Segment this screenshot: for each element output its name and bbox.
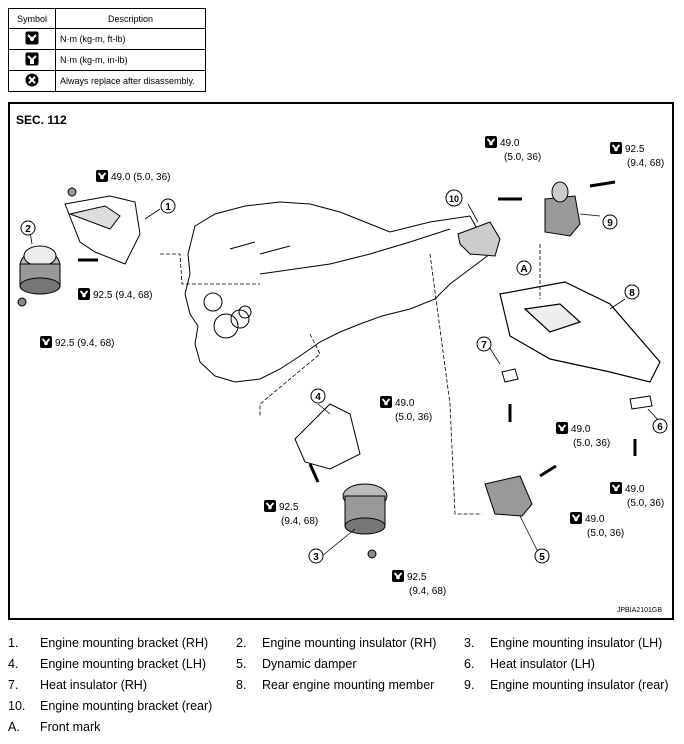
callout-6: 6 [652,418,668,434]
symbol-row: N·m (kg-m, in-lb) [8,49,206,71]
svg-text:(5.0, 36): (5.0, 36) [395,412,432,423]
svg-text:92.5: 92.5 [407,572,427,583]
part-9-insulator-rear [544,180,616,237]
symbol-description: N·m (kg-m, in-lb) [55,49,206,71]
symbol-description: N·m (kg-m, ft-lb) [55,28,206,50]
svg-text:9: 9 [607,218,613,229]
part-10-bracket-rear [457,197,522,257]
symbol-table-header: Symbol Description [8,8,206,29]
svg-text:1: 1 [165,202,171,213]
callout-4: 4 [310,388,326,404]
engine-block-drawing [184,201,491,383]
part-8-rear-member [499,281,661,383]
svg-text:(9.4, 68): (9.4, 68) [409,586,446,597]
engine-mount-diagram: SEC. 112 [8,102,674,620]
torque-label: 49.0 (5.0, 36) [609,481,664,509]
svg-text:A: A [520,264,527,275]
callout-9: 9 [602,214,618,230]
torque-label: 49.0 (5.0, 36) [484,135,541,163]
symbol-row: Always replace after disassembly. [8,70,206,92]
part-5-dynamic-damper [484,464,557,517]
torque-wrench-small-icon [8,49,56,71]
torque-label: 49.0 (5.0, 36) [379,395,432,423]
callout-2: 2 [20,220,36,236]
svg-text:(9.4, 68): (9.4, 68) [627,158,664,169]
svg-text:2: 2 [25,224,31,235]
svg-text:5: 5 [539,552,545,563]
svg-text:(5.0, 36): (5.0, 36) [504,152,541,163]
part-4-bracket-lh [294,403,361,483]
svg-text:49.0 (5.0, 36): 49.0 (5.0, 36) [111,172,170,183]
svg-text:8: 8 [629,288,635,299]
symbol-description: Always replace after disassembly. [55,70,206,92]
svg-text:3: 3 [313,552,319,563]
svg-text:92.5 (9.4, 68): 92.5 (9.4, 68) [55,338,114,349]
svg-text:(5.0, 36): (5.0, 36) [627,498,664,509]
torque-label: 92.5 (9.4, 68) [39,335,114,349]
torque-label: 92.5 (9.4, 68) [263,499,318,527]
torque-label: 49.0 (5.0, 36) [555,421,610,449]
svg-text:49.0: 49.0 [625,484,645,495]
svg-text:49.0: 49.0 [585,514,605,525]
callout-5: 5 [534,548,550,564]
torque-label: 49.0 (5.0, 36) [569,511,624,539]
svg-text:92.5: 92.5 [625,144,645,155]
part-1-bracket-rh [64,187,141,265]
svg-text:4: 4 [315,392,321,403]
svg-text:49.0: 49.0 [500,138,520,149]
svg-text:49.0: 49.0 [571,424,591,435]
callout-8: 8 [624,284,640,300]
svg-text:(5.0, 36): (5.0, 36) [587,528,624,539]
part-2-insulator-rh [17,245,61,307]
callout-7: 7 [476,336,492,352]
callout-10: 10 [445,189,463,207]
front-mark-a: A [516,260,532,276]
part-7-heat-insulator-rh [501,368,519,422]
callout-1: 1 [160,198,176,214]
svg-text:92.5: 92.5 [279,502,299,513]
torque-wrench-icon [8,28,56,50]
svg-text:49.0: 49.0 [395,398,415,409]
symbol-header: Symbol [8,8,56,29]
description-header: Description [55,8,206,29]
part-6-heat-insulator-lh [629,395,653,456]
torque-label: 49.0 (5.0, 36) [95,169,170,183]
torque-label: 92.5 (9.4, 68) [77,287,152,301]
symbol-table: Symbol Description N·m (kg-m, ft-lb) N·m… [8,8,206,92]
callout-3: 3 [308,548,324,564]
symbol-row: N·m (kg-m, ft-lb) [8,28,206,50]
part-3-insulator-lh [342,483,388,559]
figure-code: JPBIA2101GB [617,607,662,614]
section-label: SEC. 112 [16,113,67,127]
svg-text:(5.0, 36): (5.0, 36) [573,438,610,449]
svg-text:7: 7 [481,340,487,351]
svg-text:6: 6 [657,422,663,433]
svg-text:(9.4, 68): (9.4, 68) [281,516,318,527]
replace-part-icon [8,70,56,92]
torque-label: 92.5 (9.4, 68) [391,569,446,597]
svg-text:10: 10 [449,194,459,204]
svg-text:92.5 (9.4, 68): 92.5 (9.4, 68) [93,290,152,301]
torque-label: 92.5 (9.4, 68) [609,141,664,169]
